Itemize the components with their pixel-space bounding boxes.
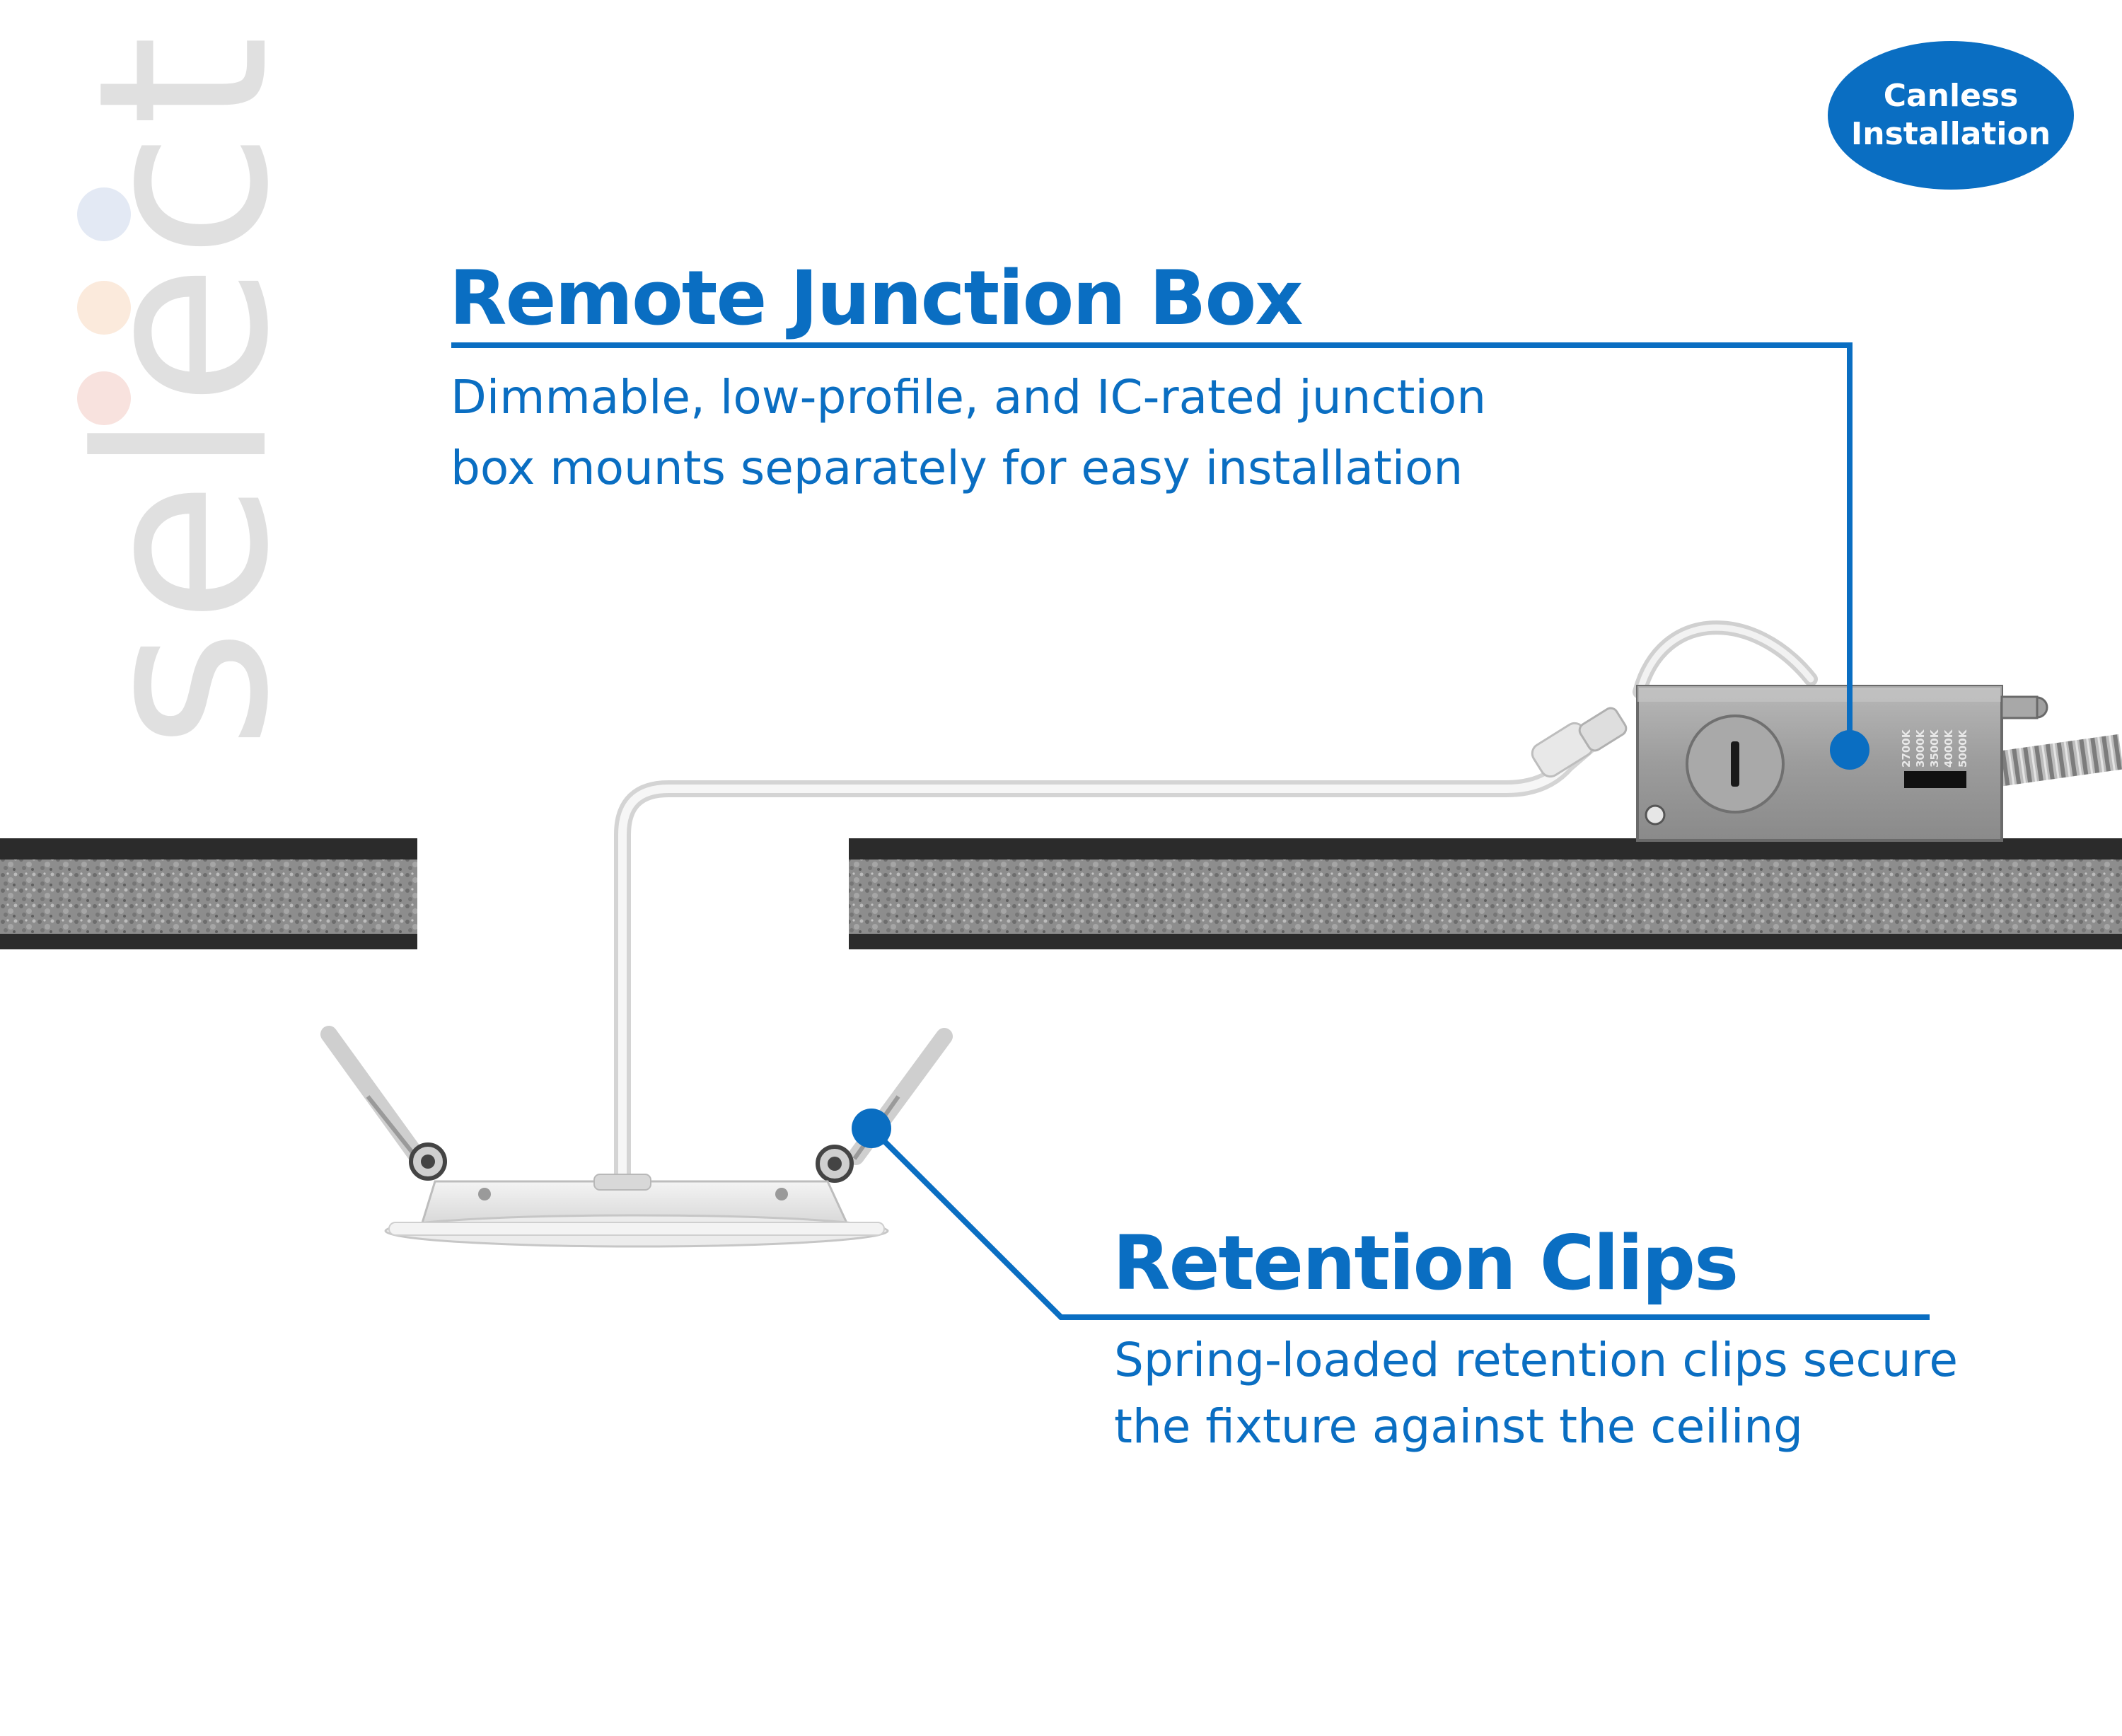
cct-switch bbox=[1904, 771, 1966, 788]
dot-blue bbox=[77, 187, 131, 241]
cct-labels: 2700K 3000K 3500K 4000K 5000K bbox=[1900, 729, 1969, 768]
retention-clip-right bbox=[816, 1028, 953, 1183]
svg-text:3500K: 3500K bbox=[1928, 729, 1941, 768]
retention-clips-title: Retention Clips bbox=[1113, 1220, 1739, 1307]
metal-conduit bbox=[1995, 734, 2122, 787]
retention-clips-callout-line bbox=[869, 1126, 1930, 1320]
retention-clips-description-line-1: Spring-loaded retention clips secure bbox=[1114, 1333, 1958, 1387]
badge-line-1: Canless bbox=[1883, 78, 2019, 114]
canless-installation-badge: Canless Installation bbox=[1828, 41, 2074, 190]
junction-box: 2700K 3000K 3500K 4000K 5000K bbox=[1636, 685, 2048, 842]
retention-clip-left bbox=[320, 1026, 447, 1181]
led-fixture bbox=[320, 1026, 953, 1248]
junction-box-description: Dimmable, low-profile, and IC-rated junc… bbox=[451, 362, 1486, 504]
dot-pink bbox=[77, 371, 131, 425]
junction-box-title: Remote Junction Box bbox=[449, 255, 1304, 342]
svg-text:4000K: 4000K bbox=[1942, 729, 1955, 768]
cable-connector bbox=[1531, 707, 1628, 778]
junction-box-callout-dot bbox=[1830, 730, 1869, 770]
junction-box-cable bbox=[1633, 620, 1818, 699]
retention-clips-description-line-2: the fixture against the ceiling bbox=[1114, 1399, 1804, 1454]
ceiling-right bbox=[849, 838, 2122, 949]
junction-box-description-line-2: box mounts separately for easy installat… bbox=[451, 441, 1463, 495]
svg-text:2700K: 2700K bbox=[1900, 729, 1913, 768]
junction-box-description-line-1: Dimmable, low-profile, and IC-rated junc… bbox=[451, 370, 1487, 424]
dot-peach bbox=[77, 281, 131, 335]
svg-text:3000K: 3000K bbox=[1914, 729, 1927, 768]
fixture-cable bbox=[614, 734, 1600, 1188]
badge-line-2: Installation bbox=[1850, 116, 2051, 152]
retention-clips-callout-dot bbox=[852, 1109, 891, 1148]
svg-text:5000K: 5000K bbox=[1956, 729, 1969, 768]
junction-box-callout-line bbox=[451, 342, 1853, 750]
retention-clips-description: Spring-loaded retention clips secure the… bbox=[1114, 1327, 1958, 1460]
ceiling-left bbox=[0, 838, 417, 949]
